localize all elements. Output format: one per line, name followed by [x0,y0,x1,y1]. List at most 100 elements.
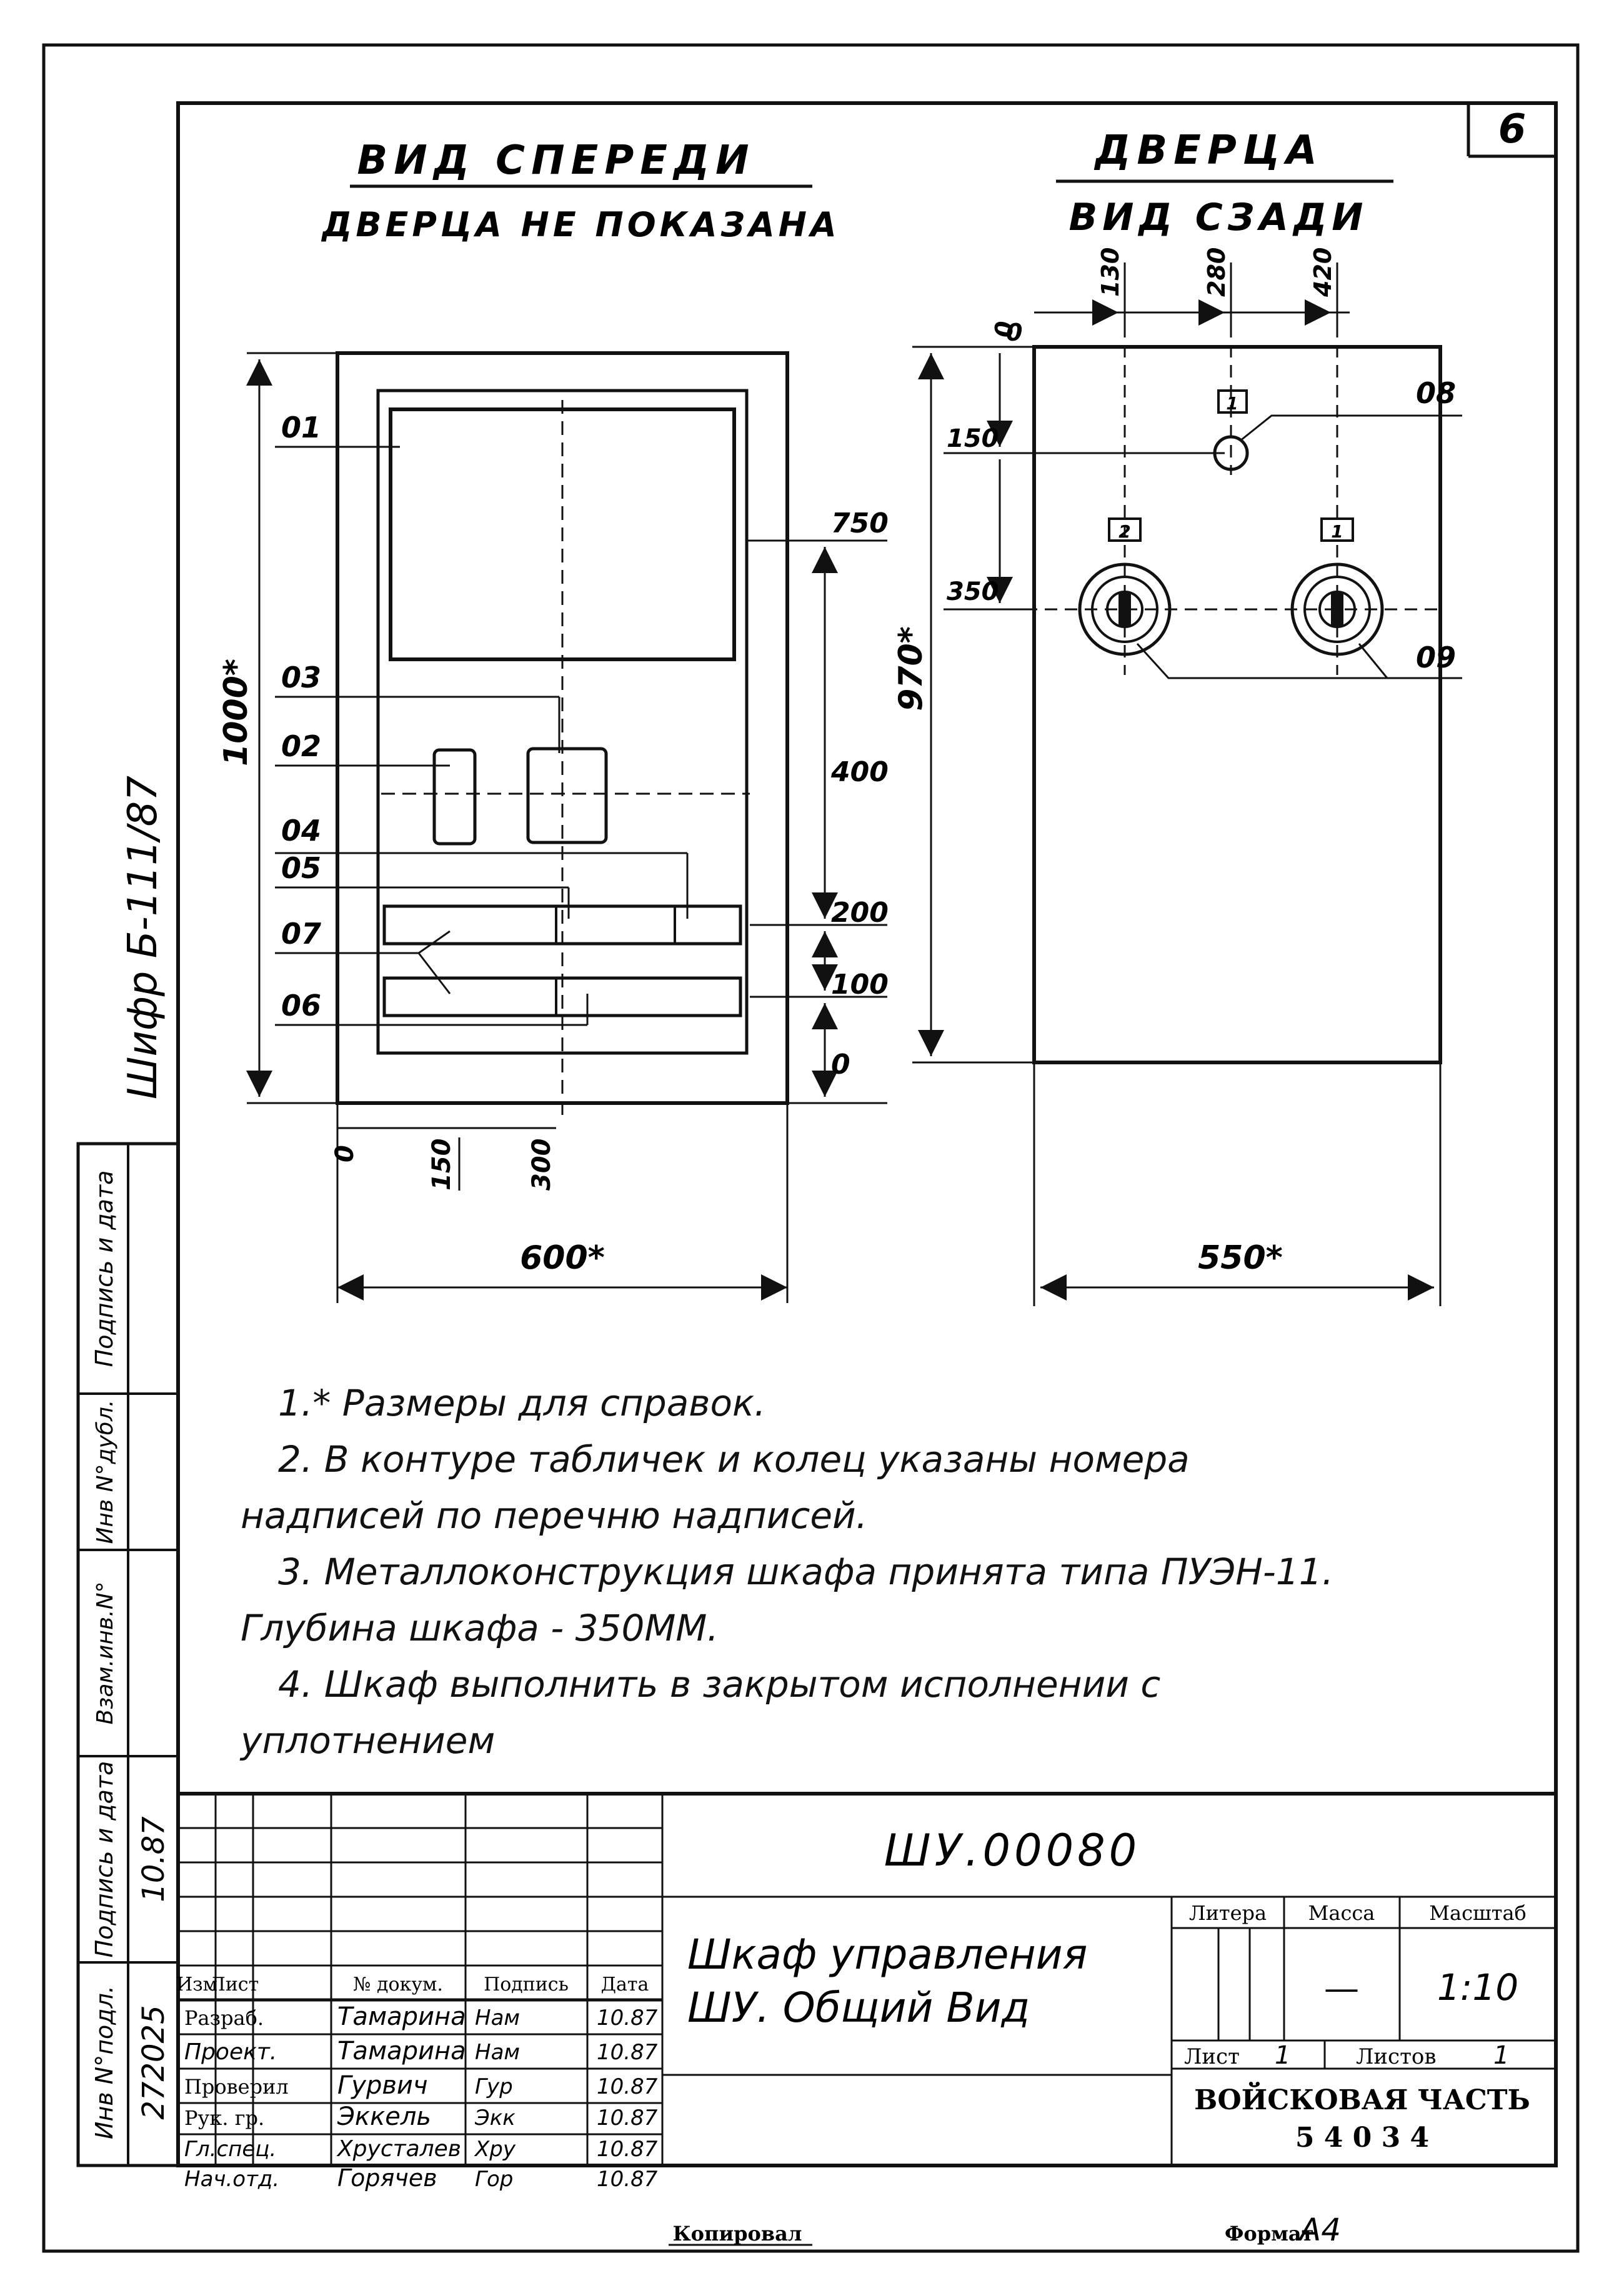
stamp-podpis-data-2: Подпись и дата [91,1761,118,1958]
door-dim-x-280: 280 [1203,247,1230,297]
label-03: 03 [281,661,321,694]
front-view-title: ВИД СПЕРЕДИ [357,137,755,184]
note-line: надписей по перечню надписей. [241,1494,868,1537]
note-line: 3. Металлоконструкция шкафа принята типа… [278,1551,1334,1593]
col-header-podpis: Подпись [484,1974,569,1996]
sheets-value: 1 [1493,2041,1509,2070]
note-line: Глубина шкафа - 350ММ. [241,1607,719,1649]
col-header-list: Лист [210,1974,259,1996]
stamp-podpis-data: Подпись и дата [91,1171,118,1367]
title-block: Изм Лист № докум. Подпись Дата Разраб. Т… [176,1792,1556,2192]
row-name: Тамарина [337,2002,466,2031]
door-dim-y-0: 0 [1006,319,1022,346]
badge-2: 2 [1118,521,1130,542]
door-dim-y-350: 350 [947,577,999,606]
org-number: 5 4 0 3 4 [1295,2122,1429,2154]
dim-x-150: 150 [427,1139,456,1191]
row-role: Рук. гр. [184,2106,264,2130]
footer-copied: Копировал [673,2222,802,2246]
stamp-vzam-inv: Взам.инв.N° [92,1581,118,1724]
dim-width-600: 600* [520,1239,605,1277]
signature-row: Нач.отд. Горячев Гор 10.87 [184,2164,658,2192]
instrument-03 [526,747,608,844]
label-07: 07 [281,917,321,951]
dim-x-0: 0 [331,1145,359,1162]
stamp-inv-dubl: Инв N°дубл. [92,1400,118,1544]
row-date: 10.87 [597,2040,658,2065]
label-06: 06 [281,989,321,1022]
sheet-value: 1 [1275,2041,1290,2070]
cabinet-inner-panel [376,389,749,1055]
row-role: Проект. [184,2039,277,2065]
row-sign: Гур [475,2074,513,2099]
door-view: ДВЕРЦА ВИД СЗАДИ 0 130 280 420 [892,127,1462,1306]
dim-100: 100 [831,969,889,1001]
doc-code: ШУ.00080 [884,1825,1140,1876]
footer-format-value: А4 [1298,2212,1341,2248]
label-05: 05 [281,851,321,885]
door-view-title: ДВЕРЦА [1093,127,1323,174]
col-header-izm: Изм [176,1974,217,1996]
row-sign: Нам [475,2040,520,2065]
dim-height-1000: 1000* [217,659,255,766]
row-role: Проверил [184,2075,289,2099]
stamp-inv-podl: Инв N°подл. [91,1986,118,2139]
row-role: Гл.спец. [184,2137,276,2162]
instrument-02 [432,748,477,846]
row-date: 10.87 [597,2106,658,2131]
footer-format-label: Формат [1225,2222,1313,2246]
doc-name-line1: Шкаф управления [687,1931,1087,1979]
note-line: 2. В контуре табличек и колец указаны но… [278,1438,1190,1481]
signature-row: Проверил Гурвич Гур 10.87 [184,2071,658,2100]
badge-08-box [1217,389,1248,414]
stamp-date-value: 10.87 [136,1816,171,1902]
door-dim-y-150: 150 [947,424,999,453]
row-sign: Хру [474,2137,516,2162]
dim-400: 400 [830,756,889,788]
sheet-number: 6 [1498,106,1527,152]
massa-value: — [1324,1968,1359,2009]
door-dim-x-0: 0 [990,321,1018,337]
signature-row: Рук. гр. Эккель Экк 10.87 [184,2102,658,2131]
stamp-inv-value: 272025 [136,2005,171,2119]
row-date: 10.87 [597,2074,658,2099]
note-line: 1.* Размеры для справок. [278,1382,766,1424]
dim-x-300: 300 [527,1139,556,1191]
massa-label: Масса [1308,1901,1375,1925]
front-view: ВИД СПЕРЕДИ ДВЕРЦА НЕ ПОКАЗАНА [217,137,889,1303]
row-name: Тамарина [337,2037,466,2066]
sheets-label: Листов [1356,2044,1437,2069]
signature-row: Проект. Тамарина Нам 10.87 [184,2037,658,2066]
pilot-light-08 [1213,435,1249,471]
col-header-data: Дата [601,1974,649,1996]
door-view-subtitle: ВИД СЗАДИ [1069,196,1368,239]
nameplate-row-upper [382,904,742,946]
label-01: 01 [281,411,321,444]
label-04: 04 [281,814,321,847]
row-name: Эккель [337,2102,431,2131]
badge-1: 1 [1331,521,1343,542]
row-role: Разраб. [184,2006,264,2030]
door-dim-x-130: 130 [1097,247,1124,297]
note-line: уплотнением [241,1719,496,1762]
inner-frame [176,101,1558,2167]
row-sign: Гор [475,2167,513,2192]
outer-frame [42,43,1580,2253]
row-date: 10.87 [597,2137,658,2162]
label-08: 08 [1416,376,1456,410]
row-sign: Нам [475,2006,520,2031]
side-stamp-column: Подпись и дата Инв N°дубл. Взам.инв.N° П… [76,1142,180,2167]
badge-1-box [1320,517,1354,542]
badge-1-top: 1 [1226,393,1238,414]
litera-label: Литера [1189,1901,1267,1925]
org-name: ВОЙСКОВАЯ ЧАСТЬ [1194,2081,1530,2116]
dim-0-vertical: 0 [831,1049,850,1081]
row-name: Горячев [337,2164,437,2192]
row-role: Нач.отд. [184,2167,279,2192]
row-name: Хрусталев [336,2136,461,2162]
label-09: 09 [1416,641,1456,674]
switch-2-outer [1078,562,1172,656]
row-name: Гурвич [337,2071,428,2100]
signature-row: Разраб. Тамарина Нам 10.87 [184,2002,658,2031]
dim-750: 750 [831,507,889,539]
